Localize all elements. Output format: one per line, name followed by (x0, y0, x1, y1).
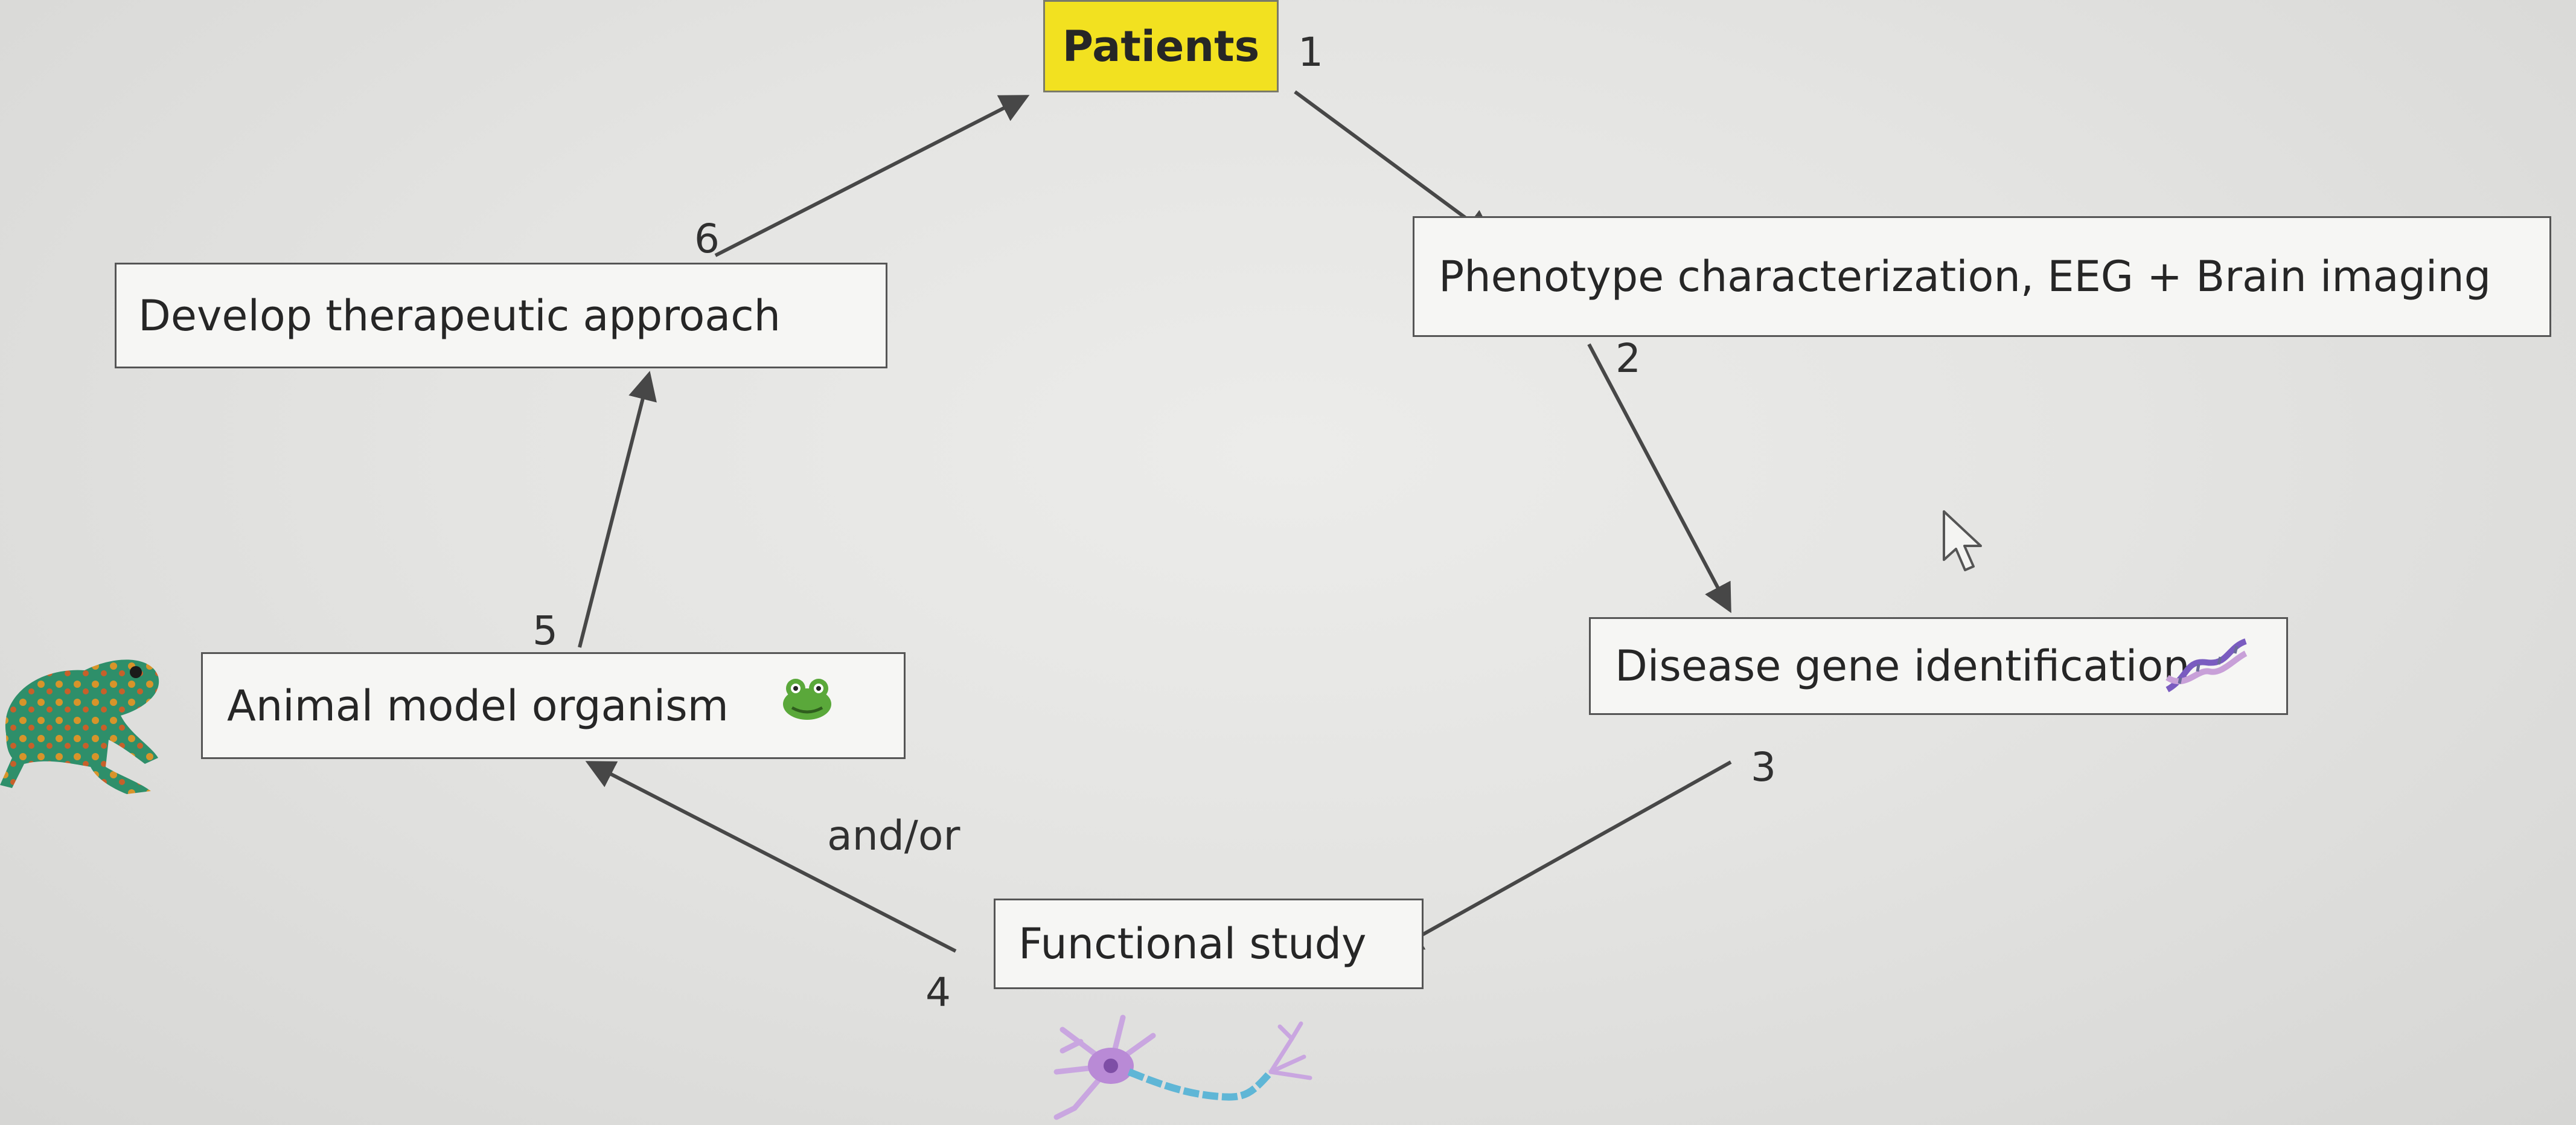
neuron-icon (1053, 1014, 1312, 1120)
frog-illustration (0, 659, 159, 794)
step-number-5: 5 (532, 607, 558, 654)
and-or-label: and/or (827, 812, 960, 860)
arrow-2-phenotype-to-disease-gene (1587, 343, 1731, 614)
arrow-6-therapeutic-to-patients (714, 95, 1030, 257)
functional-study-node[interactable]: Functional study (994, 899, 1424, 989)
disease-gene-node[interactable]: Disease gene identification (1589, 617, 2288, 715)
animal-model-node[interactable]: Animal model organism (201, 652, 906, 759)
step-number-2: 2 (1616, 335, 1641, 382)
arrow-1-patients-to-phenotype (1294, 90, 1494, 239)
frog-icon (783, 679, 831, 720)
step-number-3: 3 (1751, 744, 1776, 790)
step-number-6: 6 (694, 216, 720, 262)
step-number-1: 1 (1298, 29, 1323, 75)
mouse-cursor-icon (1943, 510, 1982, 571)
step-number-4: 4 (925, 969, 951, 1016)
therapeutic-approach-node[interactable]: Develop therapeutic approach (115, 263, 887, 368)
arrow-3-disease-gene-to-functional (1393, 760, 1732, 951)
dna-icon (2165, 638, 2248, 693)
arrow-5-animal-to-therapeutic (578, 371, 657, 648)
phenotype-node[interactable]: Phenotype characterization, EEG + Brain … (1413, 216, 2551, 337)
arrow-4-functional-to-animal (585, 761, 957, 953)
patients-node[interactable]: Patients (1043, 0, 1279, 92)
